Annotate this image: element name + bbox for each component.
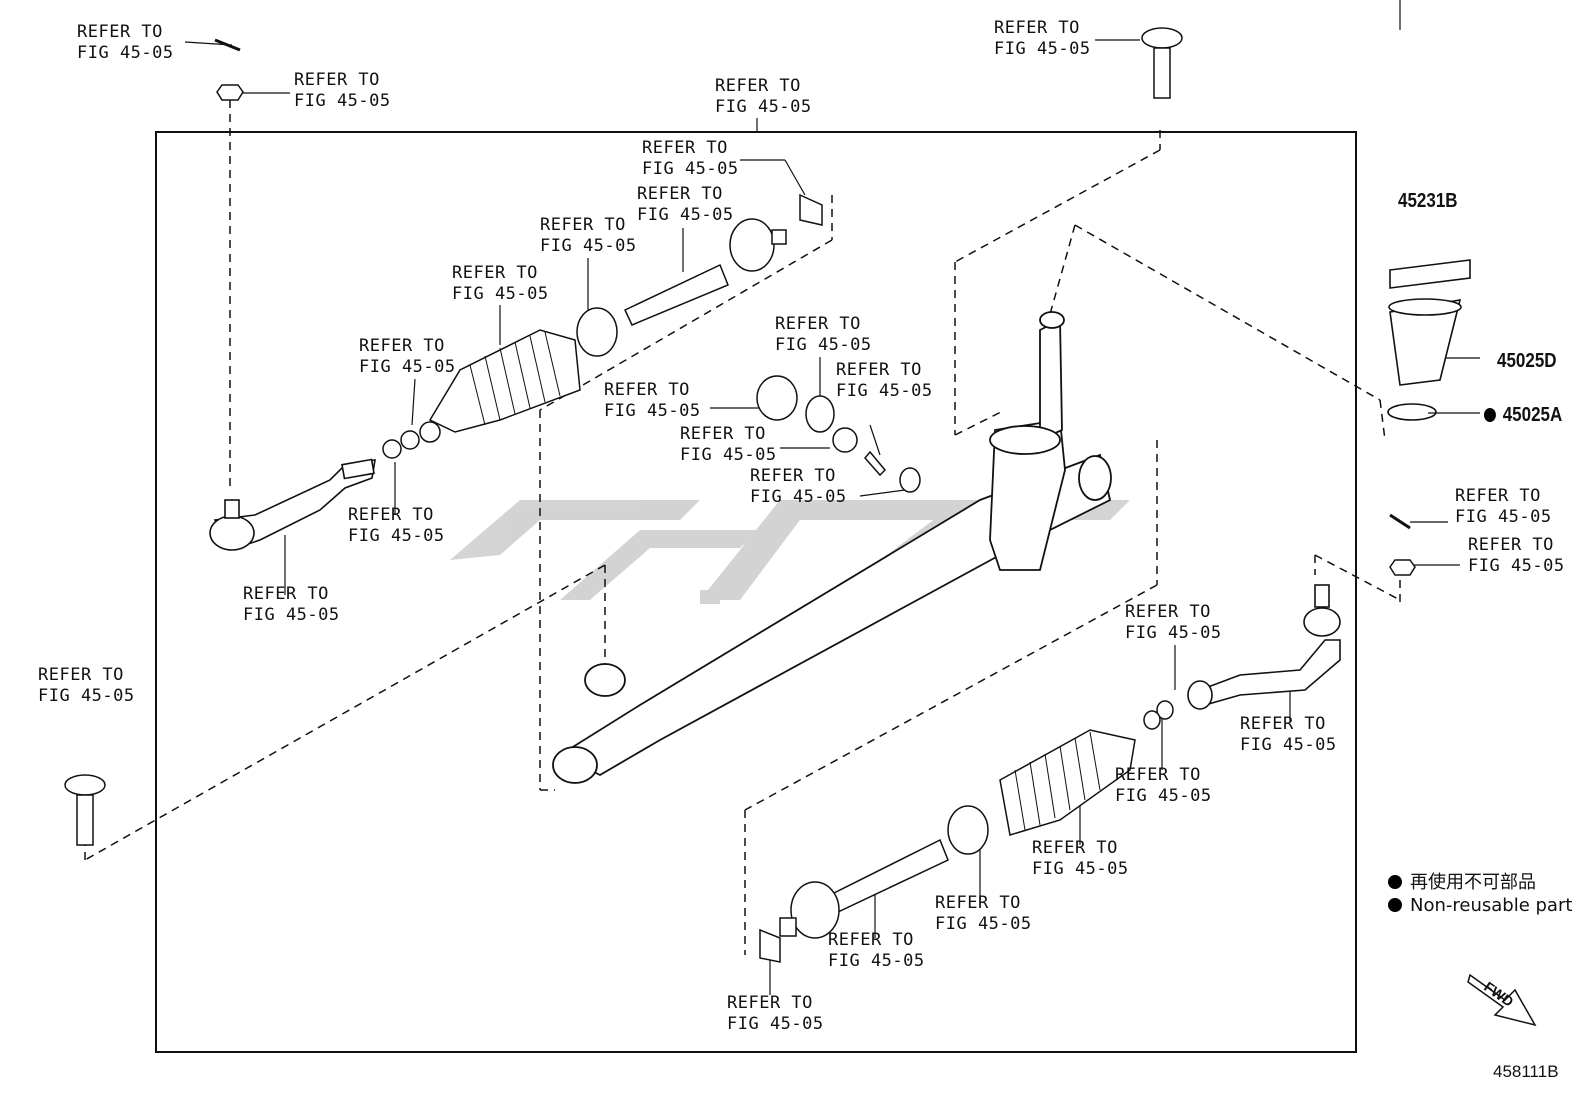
center-small-parts bbox=[756, 375, 921, 493]
right-inner-rod bbox=[759, 838, 949, 963]
left-small-parts bbox=[214, 38, 420, 459]
legend-jp: 再使用不可部品 bbox=[1388, 868, 1536, 894]
left-bolt bbox=[64, 774, 106, 846]
left-tie-rod-end bbox=[209, 458, 376, 551]
non-reusable-dot-icon bbox=[1388, 898, 1402, 912]
legend-jp-text: 再使用不可部品 bbox=[1410, 872, 1536, 893]
part-number-o-ring-text: 45025A bbox=[1502, 404, 1563, 426]
legend-en-text: Non-reusable part bbox=[1410, 895, 1573, 916]
left-boot bbox=[419, 307, 618, 443]
rack-housing bbox=[552, 311, 1112, 784]
fwd-arrow bbox=[1467, 973, 1537, 1027]
right-boot bbox=[947, 700, 1174, 855]
top-bolt bbox=[1141, 27, 1183, 99]
right-cover-parts bbox=[1387, 259, 1471, 421]
dashed-leaders bbox=[84, 100, 1401, 955]
non-reusable-dot-icon bbox=[1388, 875, 1402, 889]
part-number-bellows-cover[interactable]: 45025D bbox=[1497, 350, 1557, 372]
left-inner-rod bbox=[624, 193, 823, 326]
legend-en: Non-reusable part bbox=[1388, 895, 1572, 916]
right-tie-rod-end bbox=[1187, 584, 1341, 710]
right-small-parts bbox=[1389, 513, 1416, 576]
part-number-seal-cap[interactable]: 45231B bbox=[1398, 190, 1458, 212]
non-reusable-dot-icon bbox=[1484, 408, 1496, 422]
label-leaders bbox=[184, 0, 1480, 995]
assembly-frame bbox=[155, 131, 1357, 1053]
part-number-o-ring[interactable]: 45025A bbox=[1484, 404, 1562, 426]
diagram-id: 458111B bbox=[1493, 1062, 1559, 1081]
